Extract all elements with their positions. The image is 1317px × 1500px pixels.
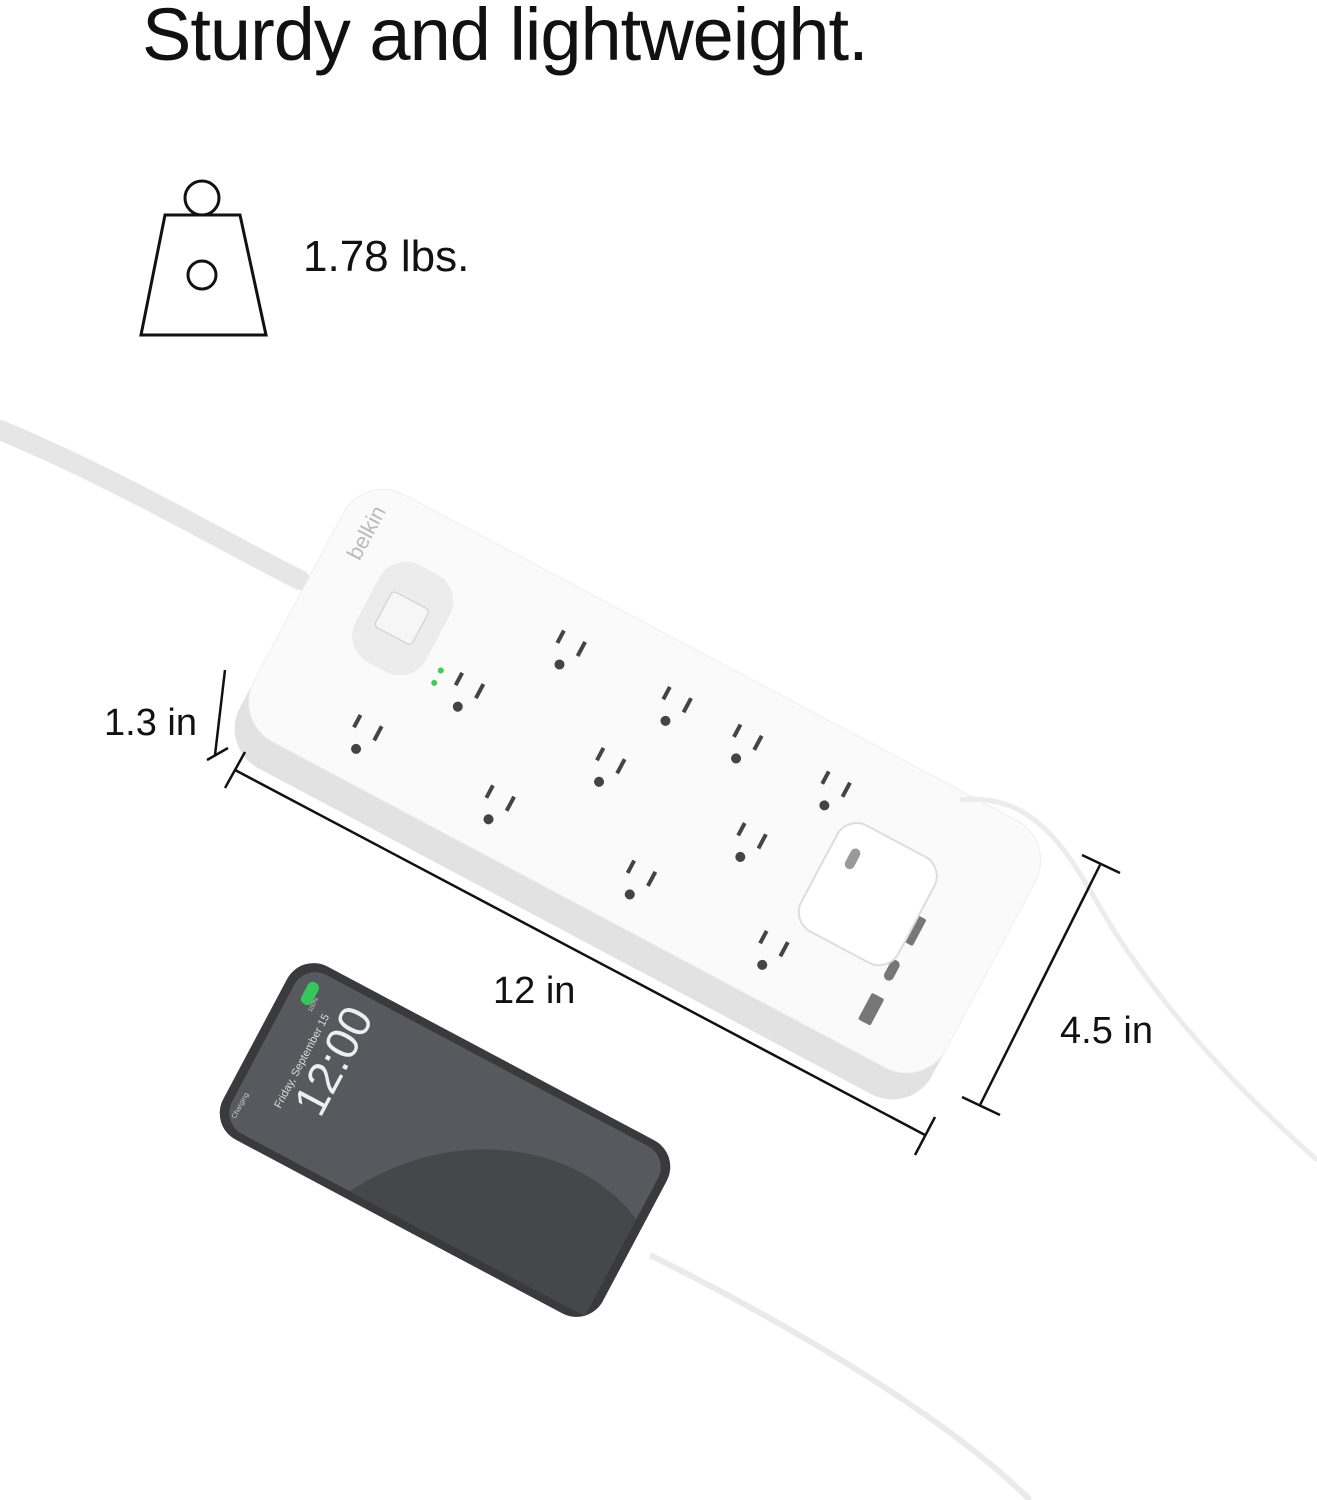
weight-icon [139,179,268,337]
height-label: 1.3 in [104,702,197,744]
status-led [437,667,444,674]
outlet [351,714,384,754]
outlet [483,784,516,825]
battery-indicator [300,981,320,1006]
outlet [819,770,852,811]
outlet [554,629,587,670]
outlet [735,822,768,862]
power-cord [0,420,310,590]
outlet [594,746,627,787]
page-title: Sturdy and lightweight. [142,0,869,76]
outlet [452,671,486,712]
phone-cable [648,1252,1033,1500]
outlet [757,930,790,970]
charger-cable [959,796,1317,1162]
phone: 12:00 Friday, September 15 Charging 100% [219,963,671,1317]
outlet [660,686,693,726]
wall-charger [797,822,938,967]
weight-value: 1.78 lbs. [303,232,470,281]
width-label: 4.5 in [1060,1010,1153,1052]
outlet [731,723,764,764]
outlet [624,859,658,900]
length-label: 12 in [493,970,576,1012]
dimension-lines [206,669,1121,1156]
power-strip: belkin [234,488,1042,1100]
